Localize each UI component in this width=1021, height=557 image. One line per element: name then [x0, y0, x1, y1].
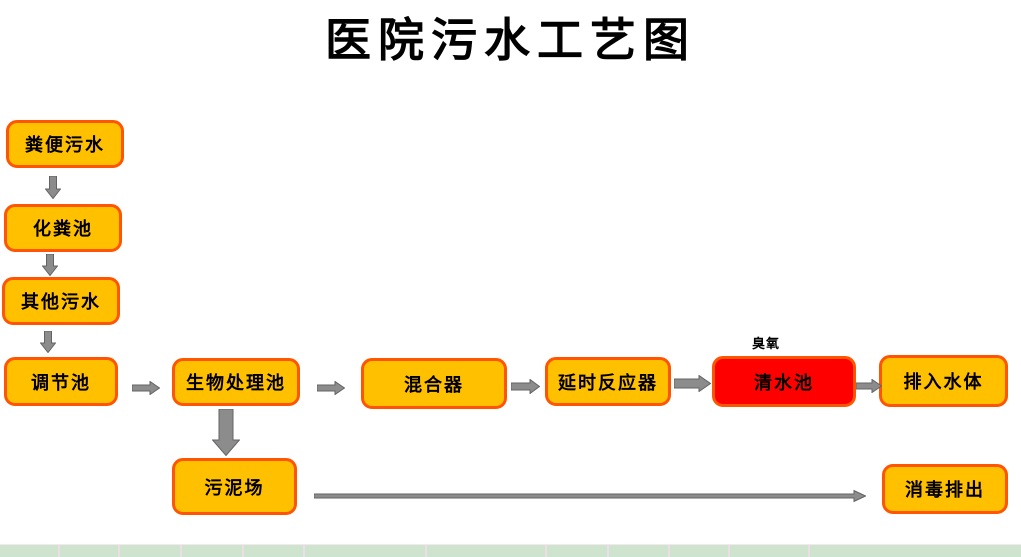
arrow-clear-to-discharge	[856, 379, 882, 393]
arrow-sludge-to-disinfect	[314, 489, 866, 503]
strip-divider	[58, 545, 60, 557]
strip-divider	[118, 545, 120, 557]
flow-node-clear-water-tank: 清水池	[712, 356, 856, 407]
flow-node-bio-treatment-tank: 生物处理池	[172, 358, 300, 406]
flow-node-discharge-to-water: 排入水体	[879, 355, 1008, 407]
strip-divider	[545, 545, 547, 557]
strip-divider	[668, 545, 670, 557]
strip-divider	[303, 545, 305, 557]
arrow-mixer-to-delay	[511, 379, 540, 394]
flow-node-fecal-sewage: 粪便污水	[6, 120, 124, 168]
page-title: 医院污水工艺图	[325, 13, 696, 67]
arrow-septic-to-other	[42, 254, 58, 276]
strip-divider	[808, 545, 810, 557]
flow-node-sludge-yard: 污泥场	[172, 458, 297, 515]
arrow-other-to-regulating	[40, 331, 56, 353]
strip-divider	[425, 545, 427, 557]
flow-node-regulating-tank: 调节池	[4, 357, 118, 406]
flow-node-delay-reactor: 延时反应器	[545, 357, 671, 406]
strip-divider	[180, 545, 182, 557]
arrow-bio-to-mixer	[317, 381, 345, 395]
strip-divider	[607, 545, 609, 557]
arrow-fecal-to-septic	[45, 176, 61, 199]
strip-divider	[242, 545, 244, 557]
arrow-delay-to-clear	[674, 375, 711, 392]
arrow-bio-to-sludge	[212, 409, 240, 456]
arrow-regulating-to-bio	[132, 381, 160, 395]
flow-node-mixer: 混合器	[361, 358, 507, 409]
flow-node-disinfect-discharge: 消毒排出	[882, 464, 1008, 514]
ozone-annotation: 臭氧	[752, 337, 781, 352]
flow-node-other-sewage: 其他污水	[2, 277, 120, 325]
flow-node-septic-tank: 化粪池	[4, 204, 122, 252]
bottom-strip	[0, 544, 1021, 557]
strip-divider	[728, 545, 730, 557]
